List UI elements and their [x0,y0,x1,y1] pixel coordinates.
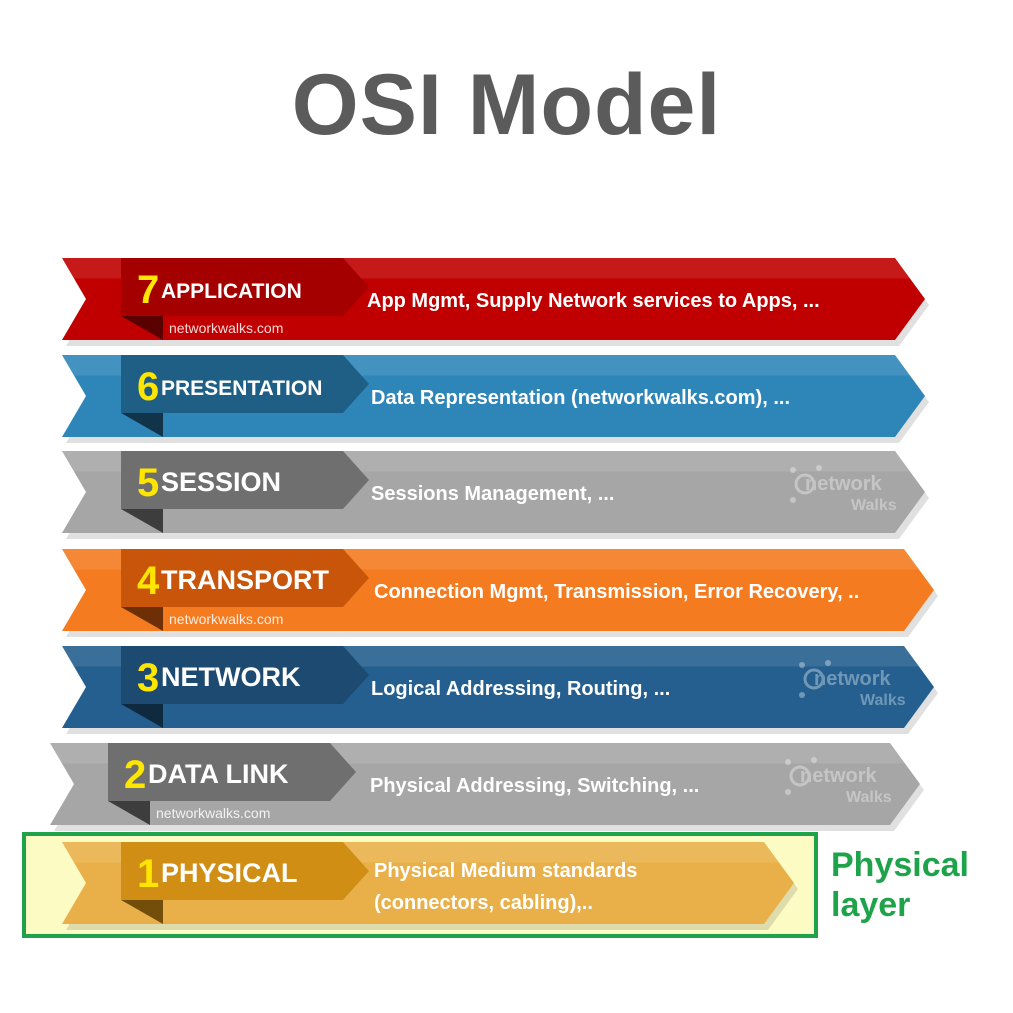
layer-number: 2 [124,753,146,797]
logo-node [799,662,805,668]
layer-name: DATA LINK [148,759,289,789]
layer-description-line: Physical Medium standards [374,860,637,882]
layer-name: PRESENTATION [161,377,322,400]
layer-name: APPLICATION [161,280,302,303]
callout-line-2: layer [831,886,911,924]
logo-text-2: Walks [846,789,892,806]
logo-text-1: network [814,668,892,690]
layer-tab [121,451,369,509]
layer-description: Physical Addressing, Switching, ... [370,775,699,797]
layer-number: 4 [137,559,160,603]
logo-node [785,789,791,795]
logo-text-2: Walks [860,692,906,709]
logo-node [790,467,796,473]
layer-number: 1 [137,852,159,896]
layer-tab [121,549,369,607]
diagram-title: OSI Model [291,57,722,153]
logo-node [811,757,817,763]
logo-node [825,660,831,666]
tab-fold [108,801,150,825]
physical-layer-callout: Physical layer [831,845,1011,925]
layer-tab [121,258,369,316]
logo-node [785,759,791,765]
layer-description: App Mgmt, Supply Network services to App… [367,290,820,312]
watermark-text: networkwalks.com [156,805,270,821]
logo-node [816,465,822,471]
tab-fold [121,316,163,340]
logo-text-2: Walks [851,497,897,514]
layer-name: NETWORK [161,662,301,692]
layer-description: Connection Mgmt, Transmission, Error Rec… [374,581,859,603]
layer-number: 5 [137,461,159,505]
layer-tab [108,743,356,801]
layer-description: Logical Addressing, Routing, ... [371,678,670,700]
logo-ring [794,473,816,495]
logo-ring [789,765,811,787]
layer-description-line: (connectors, cabling),.. [374,892,593,914]
tab-fold [121,509,163,533]
layer-description: Sessions Management, ... [371,483,614,505]
layer-number: 6 [137,365,159,409]
layer-number: 7 [137,268,159,312]
layer-tab [121,646,369,704]
logo-node [799,692,805,698]
layer-name: SESSION [161,467,281,497]
watermark-text: networkwalks.com [169,611,283,627]
logo-text-1: network [800,765,878,787]
logo-node [790,497,796,503]
layer-tab [121,355,369,413]
watermark-text: networkwalks.com [169,320,283,336]
layer-tab [121,842,369,900]
callout-line-1: Physical [831,846,969,884]
tab-fold [121,413,163,437]
layer-description: Data Representation (networkwalks.com), … [371,387,790,409]
tab-fold [121,900,163,924]
layer-name: PHYSICAL [161,858,298,888]
logo-text-1: network [805,473,883,495]
layer-number: 3 [137,656,159,700]
tab-fold [121,704,163,728]
tab-fold [121,607,163,631]
logo-ring [803,668,825,690]
layer-name: TRANSPORT [161,565,330,595]
